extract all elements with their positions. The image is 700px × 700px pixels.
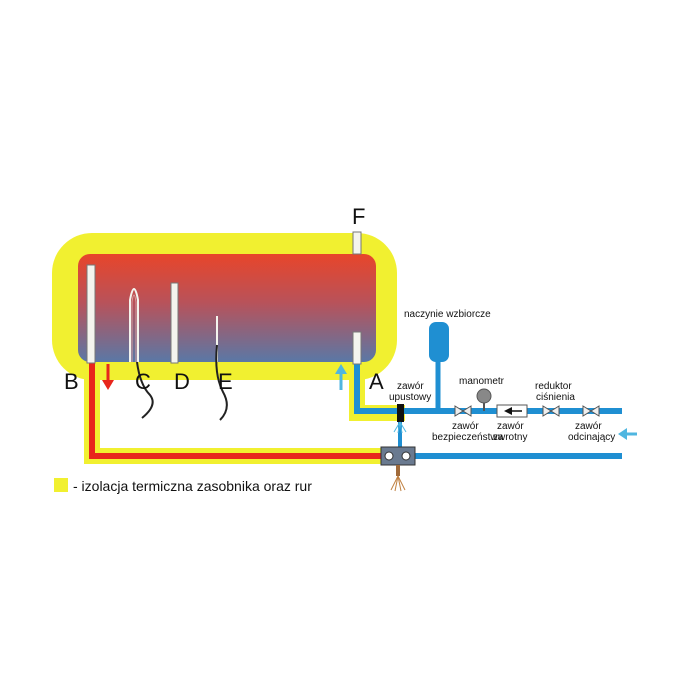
drain-valve-label-2: upustowy (389, 392, 431, 403)
safety-valve-label-1: zawór (452, 421, 479, 432)
mixing-manifold-icon (380, 446, 416, 476)
anode-f (352, 231, 362, 255)
heater-c-inner (131, 294, 137, 362)
hot-water-pipe (89, 362, 390, 459)
hot-flow-arrow-icon (102, 364, 114, 390)
label-d: D (174, 369, 190, 394)
manometer-icon (476, 388, 492, 411)
label-b: B (64, 369, 79, 394)
wire-c (136, 361, 154, 419)
drain-valve-icon (397, 404, 404, 422)
check-valve-icon (496, 404, 528, 418)
shutoff-valve-label-1: zawór (575, 421, 602, 432)
check-valve-label-2: zwrotny (493, 432, 527, 443)
drain-spray-icon (393, 421, 407, 434)
pressure-reducer-label-2: ciśnienia (536, 392, 575, 403)
thermostat-d (170, 282, 179, 364)
water-tank (78, 254, 376, 362)
expansion-vessel-label: naczynie wzbiorcze (404, 309, 491, 320)
expansion-vessel (429, 322, 449, 362)
cold-inlet-tube-a (352, 331, 362, 365)
label-f: F (352, 204, 365, 229)
label-e: E (218, 369, 233, 394)
legend-insulation-swatch (54, 478, 68, 492)
safety-valve-label-2: bezpieczeństwa (432, 432, 504, 443)
pressure-reducer-label-1: reduktor (535, 381, 572, 392)
wire-e (215, 344, 228, 421)
label-c: C (135, 369, 151, 394)
shutoff-valve-icon (582, 405, 600, 417)
inlet-arrow-icon (618, 428, 637, 440)
pressure-reducer-icon (542, 405, 560, 417)
hot-outlet-tube-b (86, 264, 96, 364)
manometer-label: manometr (459, 376, 505, 387)
heater-c (129, 288, 139, 362)
drain-valve-label-1: zawór (397, 381, 424, 392)
label-a: A (369, 369, 384, 394)
safety-valve-icon (454, 405, 472, 417)
check-valve-label-1: zawór (497, 421, 524, 432)
manifold-drain-spray-icon (390, 475, 406, 492)
cold-flow-arrow-icon (335, 364, 347, 390)
shutoff-valve-label-2: odcinający (568, 432, 615, 443)
legend-text: - izolacja termiczna zasobnika oraz rur (73, 478, 312, 494)
cold-water-pipe (354, 362, 622, 414)
